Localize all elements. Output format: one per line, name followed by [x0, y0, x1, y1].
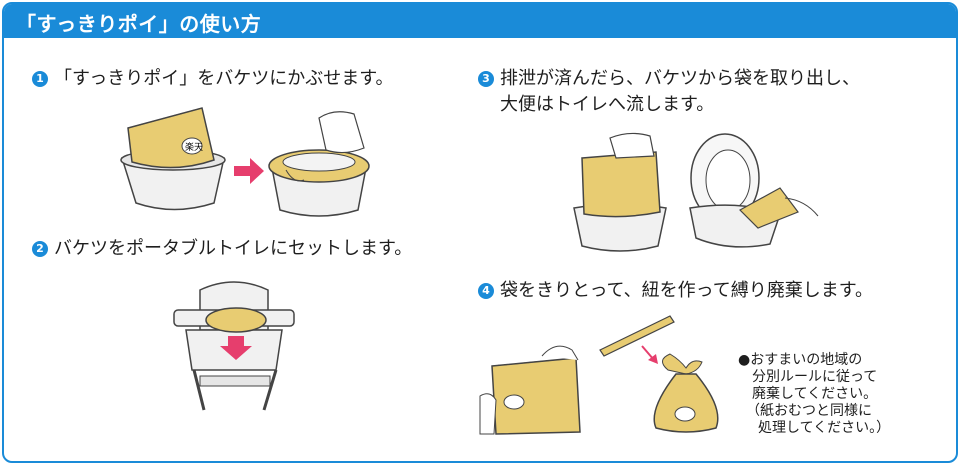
flush-toilet-image — [689, 133, 819, 248]
step-4: 4 袋をきりとって、紐を作って縛り廃棄します。 — [478, 276, 873, 302]
step-3-illustration — [573, 132, 819, 252]
step-4-text: 袋をきりとって、紐を作って縛り廃棄します。 — [500, 280, 873, 301]
bag-label: 楽天 — [185, 141, 203, 153]
step-3-line-2: 大便はトイレへ流します。 — [500, 94, 715, 115]
bucket-with-bag-image: 楽天 — [120, 107, 226, 211]
step-number-2: 2 — [32, 241, 48, 257]
arrow-icon — [648, 354, 658, 364]
note-line-2: 分別ルールに従って — [752, 369, 878, 385]
note-line-1: ●おすまいの地域の — [738, 352, 863, 368]
string-strip-image — [599, 315, 675, 357]
step-1-text: 「すっきりポイ」をバケツにかぶせます。 — [54, 68, 394, 89]
arrow-right-icon — [234, 158, 264, 184]
tied-bag-image — [653, 353, 719, 433]
step-2: 2 バケツをポータブルトイレにセットします。 — [32, 234, 412, 260]
step-2-text: バケツをポータブルトイレにセットします。 — [54, 238, 413, 259]
arrow-down-icon — [220, 336, 252, 360]
step-1-illustration: 楽天 — [120, 107, 370, 217]
step-number-3: 3 — [478, 71, 494, 87]
step-number-4: 4 — [478, 283, 494, 299]
step-4-illustration — [479, 315, 719, 435]
note-line-5: 処理してください。） — [758, 420, 891, 436]
covered-bucket-image — [268, 111, 370, 217]
disposal-note: ●おすまいの地域の 分別ルールに従って 廃棄してください。 （紙おむつと同様に … — [738, 352, 890, 437]
header-bar: 「すっきりポイ」の使い方 — [4, 4, 956, 38]
step-3-line-1: 排泄が済んだら、バケツから袋を取り出し、 — [500, 68, 860, 89]
bag-removal-image — [573, 132, 667, 252]
note-line-3: 廃棄してください。 — [752, 386, 878, 402]
step-number-1: 1 — [32, 71, 48, 87]
step-1: 1 「すっきりポイ」をバケツにかぶせます。 — [32, 64, 393, 90]
page-title: 「すっきりポイ」の使い方 — [16, 12, 262, 36]
note-line-4: （紙おむつと同様に — [746, 403, 872, 419]
cut-bag-image — [479, 345, 581, 435]
portable-toilet-image — [173, 281, 295, 411]
step-3: 3 排泄が済んだら、バケツから袋を取り出し、 — [478, 64, 860, 90]
